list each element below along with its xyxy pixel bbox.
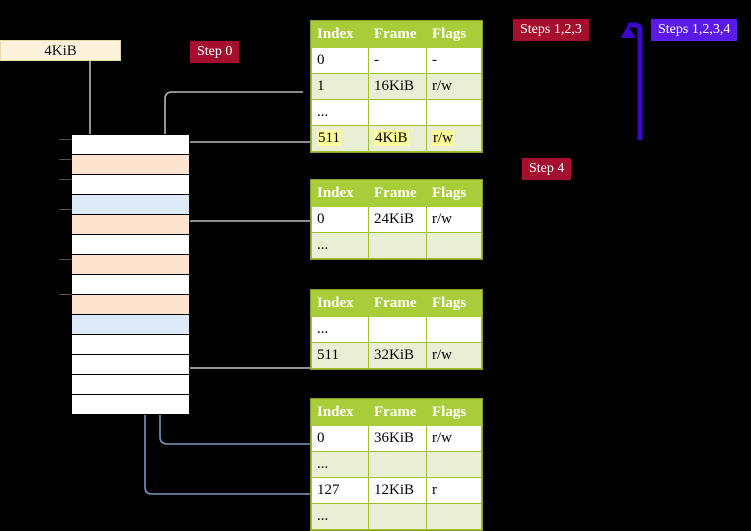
- column-header-index: Index: [311, 180, 369, 207]
- cell-flags: r: [426, 477, 482, 504]
- table-row[interactable]: ...: [311, 451, 482, 478]
- cell-flags: [426, 232, 482, 259]
- cell-flags: -: [426, 47, 482, 74]
- cell-flags: r/w: [426, 73, 482, 100]
- physical-memory-column: [71, 134, 190, 415]
- cell-index: ...: [311, 503, 369, 530]
- badge-step-4: Step 4: [522, 158, 572, 180]
- memory-size-label: 4KiB: [44, 43, 77, 59]
- table-row[interactable]: ...: [311, 99, 482, 126]
- column-header-index: Index: [311, 21, 369, 48]
- cell-flags: [426, 451, 482, 478]
- cell-frame: 24KiB: [368, 206, 427, 233]
- table-row[interactable]: ...: [311, 316, 482, 343]
- memory-tick-4: [59, 209, 71, 210]
- frame-row-14: [71, 394, 190, 415]
- frame-row-13: [71, 374, 190, 395]
- column-header-index: Index: [311, 399, 369, 426]
- cell-index: 0: [311, 47, 369, 74]
- frame-row-9: [71, 294, 190, 315]
- memory-tick-6: [59, 294, 71, 295]
- badge-step-0: Step 0: [190, 41, 240, 63]
- memory-size-box: 4KiB: [0, 40, 121, 61]
- cell-flags: r/w: [426, 425, 482, 452]
- frame-row-2: [71, 154, 190, 175]
- cell-frame: [368, 232, 427, 259]
- cell-frame: [368, 99, 427, 126]
- highlighted-value: 4KiB: [374, 130, 409, 146]
- highlighted-value: r/w: [432, 130, 454, 146]
- memory-tick-5: [59, 259, 71, 260]
- column-header-frame: Frame: [368, 290, 427, 317]
- frame-row-4: [71, 194, 190, 215]
- cell-flags: [426, 503, 482, 530]
- highlighted-value: 511: [317, 130, 341, 146]
- cell-index: 127: [311, 477, 369, 504]
- frame-row-5: [71, 214, 190, 235]
- frame-row-10: [71, 314, 190, 335]
- badge-steps-1-2-3-4: Steps 1,2,3,4: [651, 19, 738, 41]
- cell-index: ...: [311, 232, 369, 259]
- column-header-index: Index: [311, 290, 369, 317]
- column-header-flags: Flags: [426, 399, 482, 426]
- memory-tick-2: [59, 159, 71, 160]
- frame-row-7: [71, 254, 190, 275]
- cell-index: ...: [311, 451, 369, 478]
- frame-row-12: [71, 354, 190, 375]
- memory-tick-3: [59, 179, 71, 180]
- badge-steps-1-2-3: Steps 1,2,3: [513, 19, 589, 41]
- cell-flags: [426, 316, 482, 343]
- table-row[interactable]: 511 4KiB r/w: [311, 125, 482, 152]
- cell-frame: 36KiB: [368, 425, 427, 452]
- cell-frame: [368, 503, 427, 530]
- cell-index: 511: [311, 125, 369, 152]
- cell-frame: [368, 451, 427, 478]
- cell-index: 0: [311, 425, 369, 452]
- column-header-frame: Frame: [368, 21, 427, 48]
- cell-flags: r/w: [426, 125, 482, 152]
- cell-index: ...: [311, 99, 369, 126]
- cell-frame: -: [368, 47, 427, 74]
- cell-frame: 4KiB: [368, 125, 427, 152]
- wire-l4-511-to-frame: [178, 141, 310, 158]
- frame-row-8: [71, 274, 190, 295]
- cell-frame: 16KiB: [368, 73, 427, 100]
- column-header-frame: Frame: [368, 180, 427, 207]
- cell-flags: r/w: [426, 342, 482, 369]
- cell-frame: 12KiB: [368, 477, 427, 504]
- cell-index: 0: [311, 206, 369, 233]
- column-header-flags: Flags: [426, 290, 482, 317]
- cell-frame: [368, 316, 427, 343]
- cell-index: 1: [311, 73, 369, 100]
- column-header-frame: Frame: [368, 399, 427, 426]
- wire-violet-return: [620, 22, 643, 140]
- wire-l2-511-to-frame: [172, 316, 310, 369]
- column-header-flags: Flags: [426, 21, 482, 48]
- cell-flags: [426, 99, 482, 126]
- cell-frame: 32KiB: [368, 342, 427, 369]
- table-row[interactable]: ...: [311, 503, 482, 530]
- table-row[interactable]: 0--: [311, 47, 482, 74]
- column-header-flags: Flags: [426, 180, 482, 207]
- wire-l3-0-to-frame: [178, 220, 310, 256]
- cell-index: 511: [311, 342, 369, 369]
- table-row[interactable]: ...: [311, 232, 482, 259]
- frame-row-3: [71, 174, 190, 195]
- frame-row-1: [71, 134, 190, 155]
- frame-row-11: [71, 334, 190, 355]
- cell-flags: r/w: [426, 206, 482, 233]
- memory-tick-1: [59, 139, 71, 140]
- cell-index: ...: [311, 316, 369, 343]
- frame-row-6: [71, 234, 190, 255]
